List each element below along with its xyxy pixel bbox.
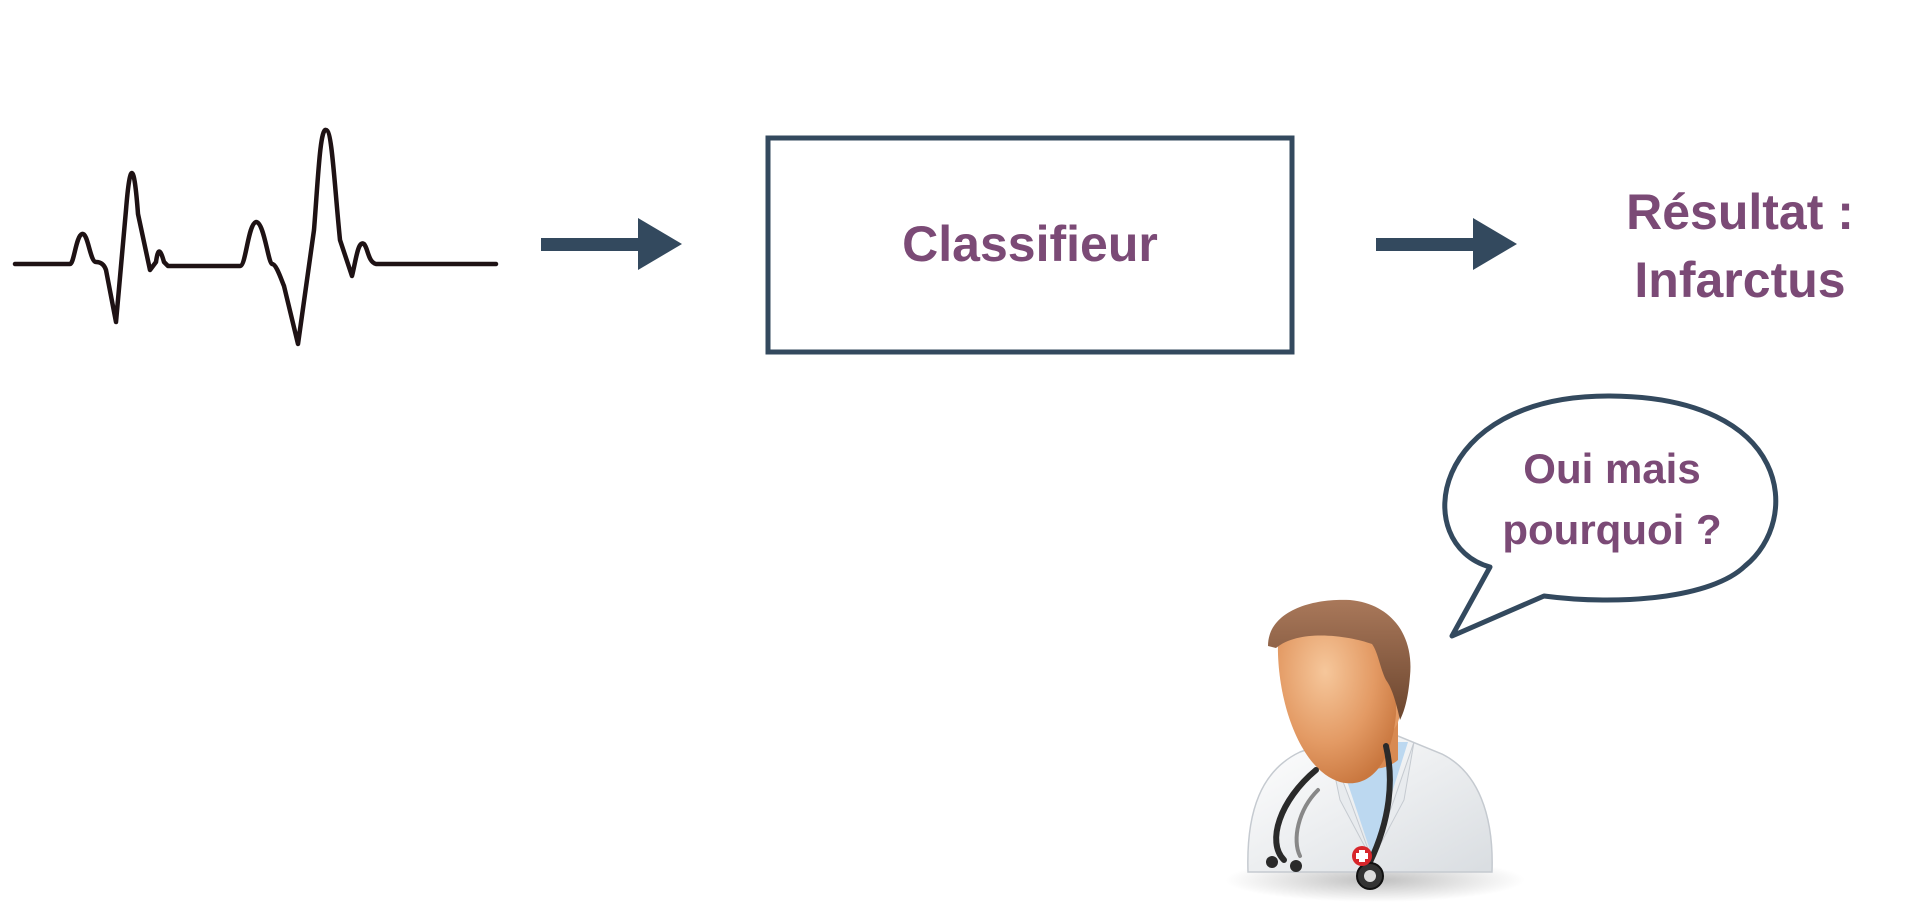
classifier-box: Classifieur	[765, 135, 1295, 355]
bubble-line-2: pourquoi ?	[1502, 506, 1721, 553]
result-label: Résultat : Infarctus	[1626, 184, 1854, 308]
bubble-line-1: Oui mais	[1523, 445, 1700, 492]
ecg-waveform-icon	[12, 127, 499, 347]
right-arrow-icon	[541, 218, 682, 270]
result-line-1: Résultat :	[1626, 184, 1854, 240]
classifier-label: Classifieur	[902, 216, 1158, 272]
doctor-icon	[1225, 599, 1525, 902]
result-line-2: Infarctus	[1634, 252, 1845, 308]
speech-bubble: Oui mais pourquoi ?	[1442, 393, 1779, 639]
right-arrow-icon	[1376, 218, 1517, 270]
